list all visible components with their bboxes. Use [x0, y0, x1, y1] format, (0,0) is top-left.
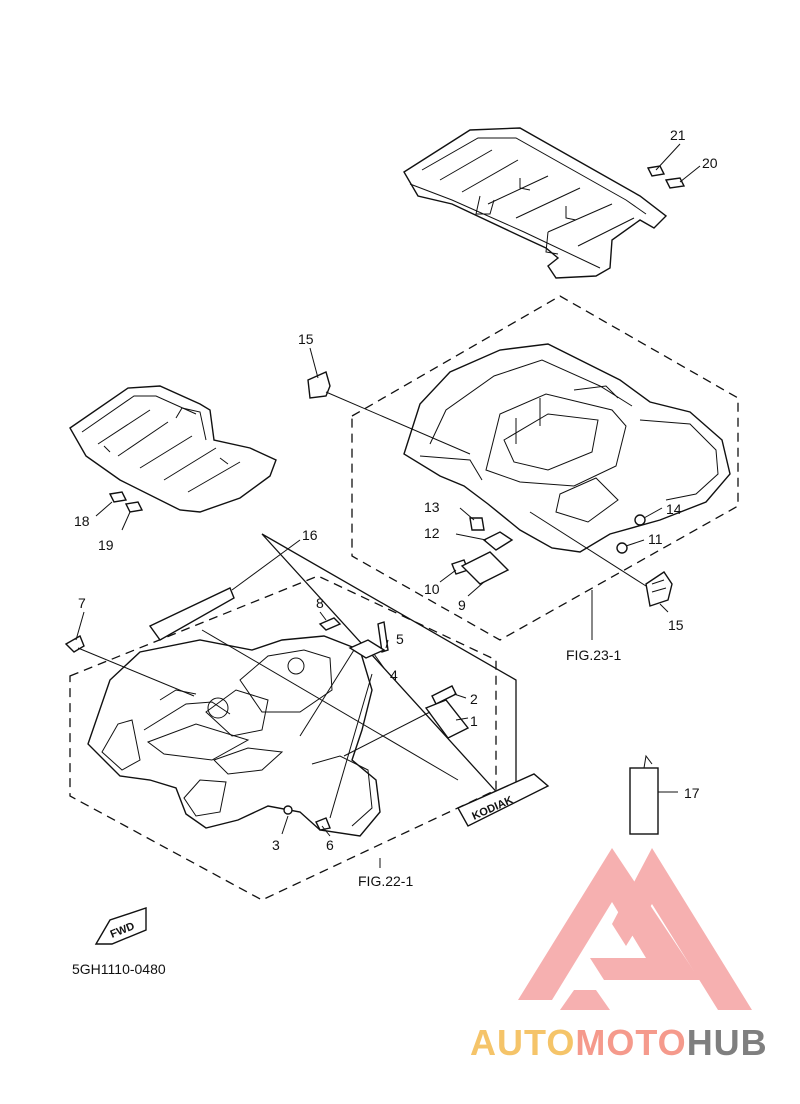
rear-fender	[403, 343, 731, 553]
fig-ref-rear: FIG.23-1	[566, 647, 621, 663]
fig-ref-front: FIG.22-1	[358, 873, 413, 889]
callout-15-top: 15	[298, 331, 314, 347]
callout-9: 9	[458, 597, 466, 613]
watermark-brand: AUTOMOTOHUB	[470, 1022, 768, 1064]
callout-10: 10	[424, 581, 440, 597]
rear-carrier	[403, 127, 668, 279]
callout-6: 6	[326, 837, 334, 853]
callout-11: 11	[648, 531, 663, 547]
callout-1: 1	[470, 713, 478, 729]
callout-12: 12	[424, 525, 440, 541]
callout-20: 20	[702, 155, 718, 171]
callout-18: 18	[74, 513, 90, 529]
callout-8: 8	[316, 595, 324, 611]
brand-auto: AUTO	[470, 1022, 576, 1063]
callout-21: 21	[670, 127, 686, 143]
watermark-logo	[518, 848, 752, 1010]
callout-5: 5	[396, 631, 404, 647]
callout-3: 3	[272, 837, 280, 853]
callout-14: 14	[666, 501, 682, 517]
callout-19: 19	[98, 537, 114, 553]
callout-2: 2	[470, 691, 478, 707]
front-carrier	[69, 385, 277, 513]
diagram-code: 5GH1110-0480	[72, 961, 166, 977]
front-fender	[87, 635, 381, 837]
callout-15-bottom: 15	[668, 617, 684, 633]
small-parts	[64, 165, 686, 945]
brand-moto: MOTO	[575, 1022, 687, 1063]
brand-hub: HUB	[686, 1022, 768, 1063]
front-assembly-boundary	[69, 575, 497, 901]
callout-17: 17	[684, 785, 700, 801]
rear-assembly-boundary	[351, 295, 739, 641]
callout-7: 7	[78, 595, 86, 611]
callout-4: 4	[390, 667, 398, 683]
leader-lines	[75, 143, 701, 868]
callout-16: 16	[302, 527, 318, 543]
callout-13: 13	[424, 499, 440, 515]
